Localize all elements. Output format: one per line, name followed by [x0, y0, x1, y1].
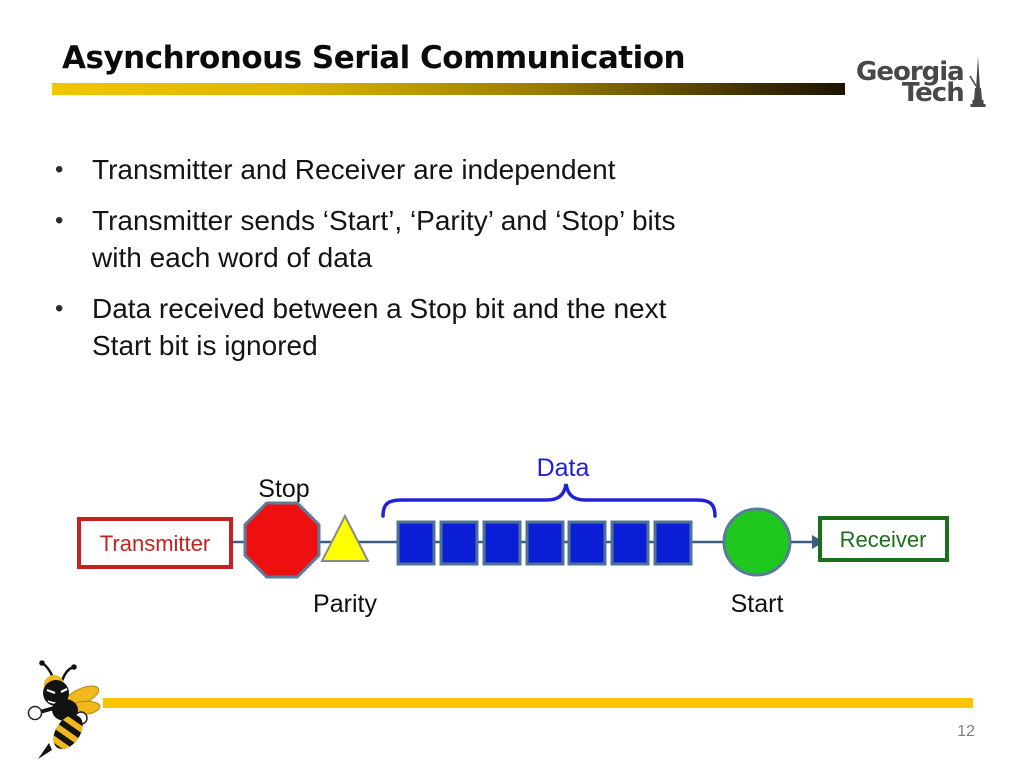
tech-tower-icon — [969, 56, 986, 107]
logo-line-tech: Tech — [901, 78, 965, 108]
bullet-item: • Transmitter sends ‘Start’, ‘Parity’ an… — [55, 202, 955, 276]
buzz-mascot-image — [27, 660, 101, 759]
start-bit-circle — [722, 507, 792, 577]
receiver-label: Receiver — [840, 527, 927, 552]
parity-label: Parity — [313, 590, 377, 618]
start-label: Start — [731, 590, 784, 618]
bullet-item: • Data received between a Stop bit and t… — [55, 290, 955, 364]
bullet-marker: • — [55, 295, 64, 322]
data-bit-squares — [396, 520, 693, 566]
bullet-text: Transmitter sends ‘Start’, ‘Parity’ and … — [92, 205, 676, 273]
data-brace — [381, 483, 717, 518]
data-label: Data — [537, 454, 590, 482]
data-bit — [482, 520, 522, 566]
title-gradient-rule — [52, 83, 845, 95]
data-bit — [610, 520, 650, 566]
page-number: 12 — [957, 723, 975, 740]
georgia-tech-logo-text: Georgia Tech — [856, 57, 965, 108]
bullet-text: Transmitter and Receiver are independent — [92, 154, 616, 185]
data-bit — [653, 520, 693, 566]
bullet-item: • Transmitter and Receiver are independe… — [55, 151, 955, 188]
bullet-list: • Transmitter and Receiver are independe… — [55, 151, 955, 378]
georgia-tech-logo: Georgia Tech — [856, 56, 989, 116]
receiver-box — [818, 516, 949, 562]
stop-bit-octagon — [243, 501, 321, 579]
data-bit — [439, 520, 479, 566]
data-bit — [525, 520, 565, 566]
footer-gold-bar — [103, 698, 973, 708]
transmitter-label: Transmitter — [100, 531, 210, 556]
data-bit — [567, 520, 607, 566]
serial-frame-diagram: Transmitter Stop Parity Data Start Recei… — [77, 454, 949, 618]
bullet-marker: • — [55, 156, 64, 183]
stop-label: Stop — [258, 475, 309, 503]
bullet-text: Data received between a Stop bit and the… — [92, 293, 667, 361]
slide-title: Asynchronous Serial Communication — [62, 40, 686, 76]
bullet-marker: • — [55, 207, 64, 234]
logo-line-georgia: Georgia — [856, 57, 965, 87]
parity-bit-triangle — [320, 513, 370, 562]
data-bit — [396, 520, 436, 566]
transmitter-box — [77, 517, 233, 569]
